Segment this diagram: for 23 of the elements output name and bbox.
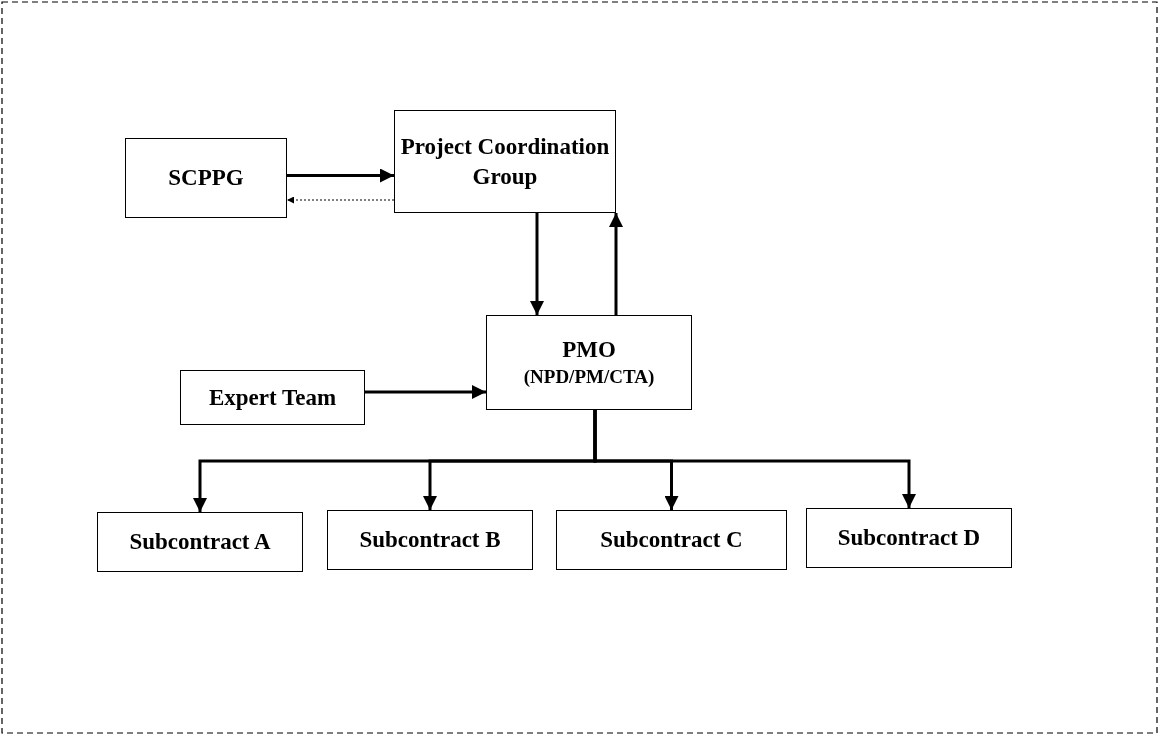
group-box (394, 110, 616, 213)
dotted-arrow (286, 196, 395, 204)
subcontract-box (556, 510, 787, 570)
node-label: SCPPG (168, 164, 244, 193)
office-box (486, 315, 692, 410)
node-label: Expert Team (208, 383, 337, 412)
arrow (609, 213, 623, 315)
subcontract-box (327, 510, 533, 570)
arrow (365, 385, 486, 399)
node-label: Subcontract A (129, 528, 271, 557)
node-subtitle: (NPD/PM/CTA) (523, 365, 655, 390)
node-label: Project Coordination Group (399, 132, 611, 191)
arrow (530, 213, 544, 315)
group-box (125, 138, 287, 218)
subcontract-box (97, 512, 303, 572)
node-label: PMO (562, 336, 616, 365)
node-label: Subcontract C (600, 526, 743, 555)
arrow (593, 410, 916, 508)
node-label: Subcontract D (837, 524, 981, 553)
node-label: Subcontract B (359, 526, 501, 555)
arrow (287, 168, 394, 183)
team-box (180, 370, 365, 425)
subcontract-box (806, 508, 1012, 568)
